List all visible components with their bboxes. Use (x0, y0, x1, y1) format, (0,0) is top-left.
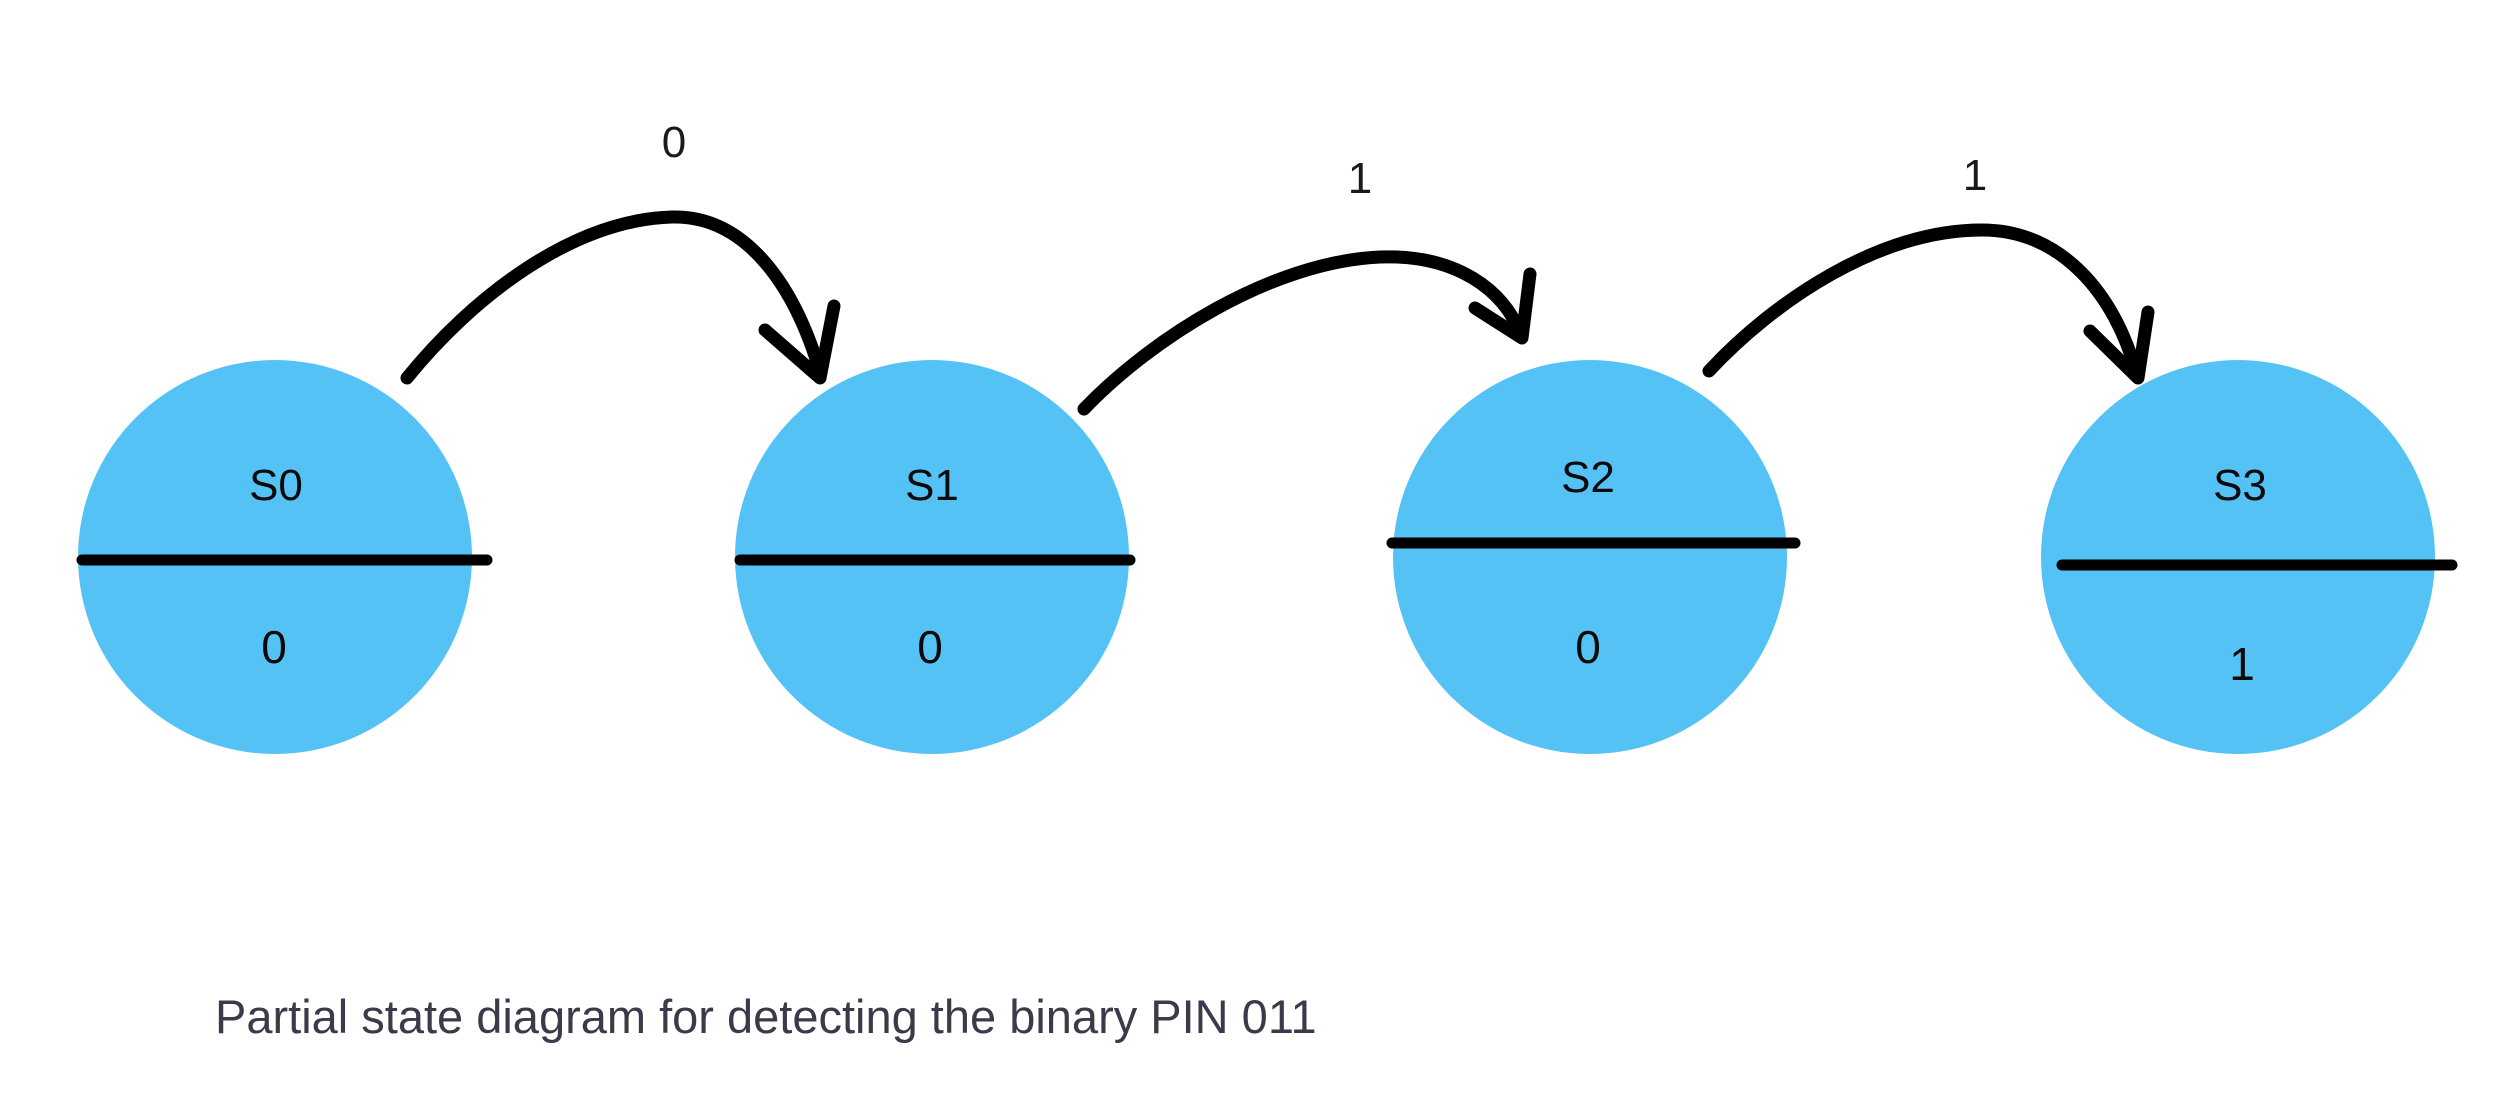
transition-curve-s0-s1 (400, 210, 827, 385)
arrowhead-icon-s0-s1 (758, 299, 841, 385)
transition-label-s2-s3: 1 (1963, 151, 1987, 200)
state-label-s2: S2 (1561, 453, 1615, 502)
state-output-s0: 0 (261, 621, 287, 673)
state-node-s0[interactable]: S0 0 (76, 360, 493, 754)
arrowhead-icon-s1-s2 (1468, 267, 1537, 345)
state-node-s3[interactable]: S3 1 (2041, 360, 2458, 754)
state-label-s3: S3 (2213, 461, 2267, 510)
state-output-s2: 0 (1575, 621, 1601, 673)
state-node-s1[interactable]: S1 0 (734, 360, 1136, 754)
state-label-s1: S1 (905, 461, 959, 510)
transition-label-s0-s1: 0 (662, 118, 686, 167)
state-circle-s2[interactable] (1393, 360, 1787, 754)
state-nodes-group: S0 0 S1 0 S2 0 S3 1 (76, 360, 2458, 754)
transition-curve-s1-s2 (1077, 250, 1527, 416)
state-output-s3: 1 (2229, 638, 2255, 690)
state-label-s0: S0 (249, 461, 303, 510)
transition-s2-s3[interactable]: 1 (1702, 151, 2155, 385)
transition-curve-s2-s3 (1702, 223, 2143, 379)
diagram-caption: Partial state diagram for detecting the … (215, 990, 1317, 1043)
transition-s1-s2[interactable]: 1 (1077, 154, 1537, 416)
arrowhead-icon-s2-s3 (2083, 305, 2155, 385)
transition-s0-s1[interactable]: 0 (400, 118, 841, 385)
state-output-s1: 0 (917, 621, 943, 673)
state-node-s2[interactable]: S2 0 (1386, 360, 1801, 754)
transitions-group: 0 1 1 (400, 118, 2155, 416)
state-circle-s3[interactable] (2041, 360, 2435, 754)
transition-label-s1-s2: 1 (1348, 154, 1372, 203)
